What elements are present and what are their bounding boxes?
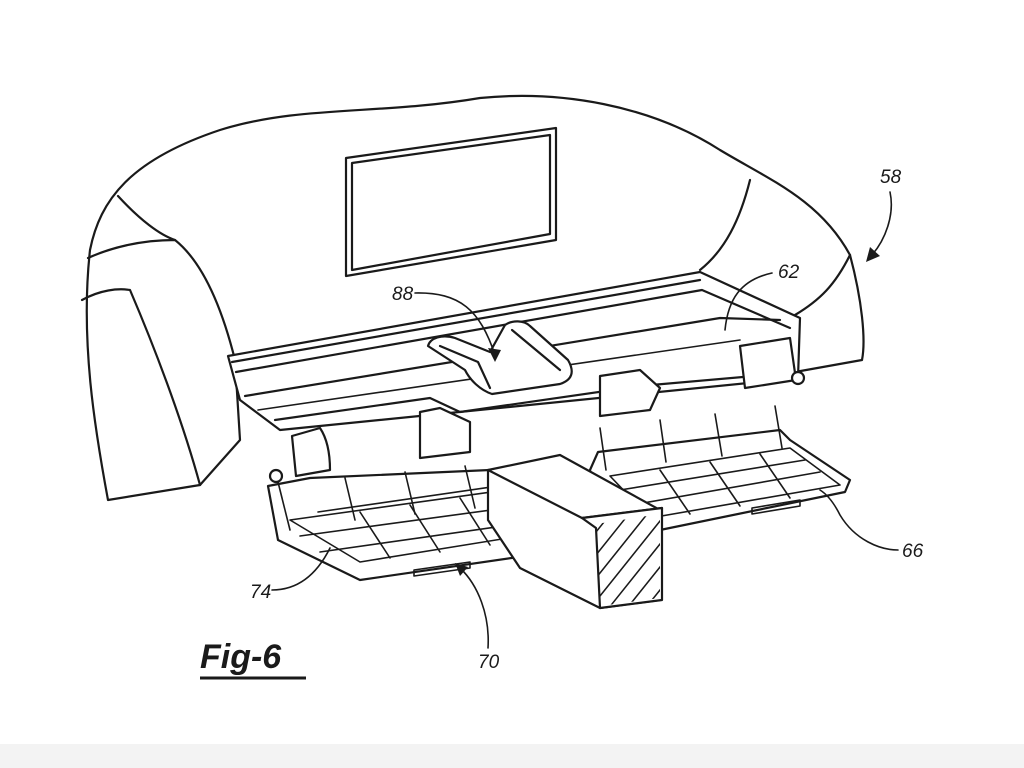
ref-88: 88 [392,284,414,305]
center-block [486,453,664,610]
figure-label-text: Fig-6 [200,638,282,676]
ref-70: 70 [478,652,500,673]
ref-66: 66 [902,541,924,562]
display-window [344,126,558,278]
handle [426,320,573,396]
leader-lines [271,191,899,649]
ref-58: 58 [880,167,902,188]
mounting-tabs [268,336,806,484]
housing-body [80,94,865,502]
figure-label: Fig-6 [200,638,306,680]
bottom-strip [0,744,1024,768]
ref-74: 74 [250,582,271,603]
ref-62: 62 [778,262,800,283]
